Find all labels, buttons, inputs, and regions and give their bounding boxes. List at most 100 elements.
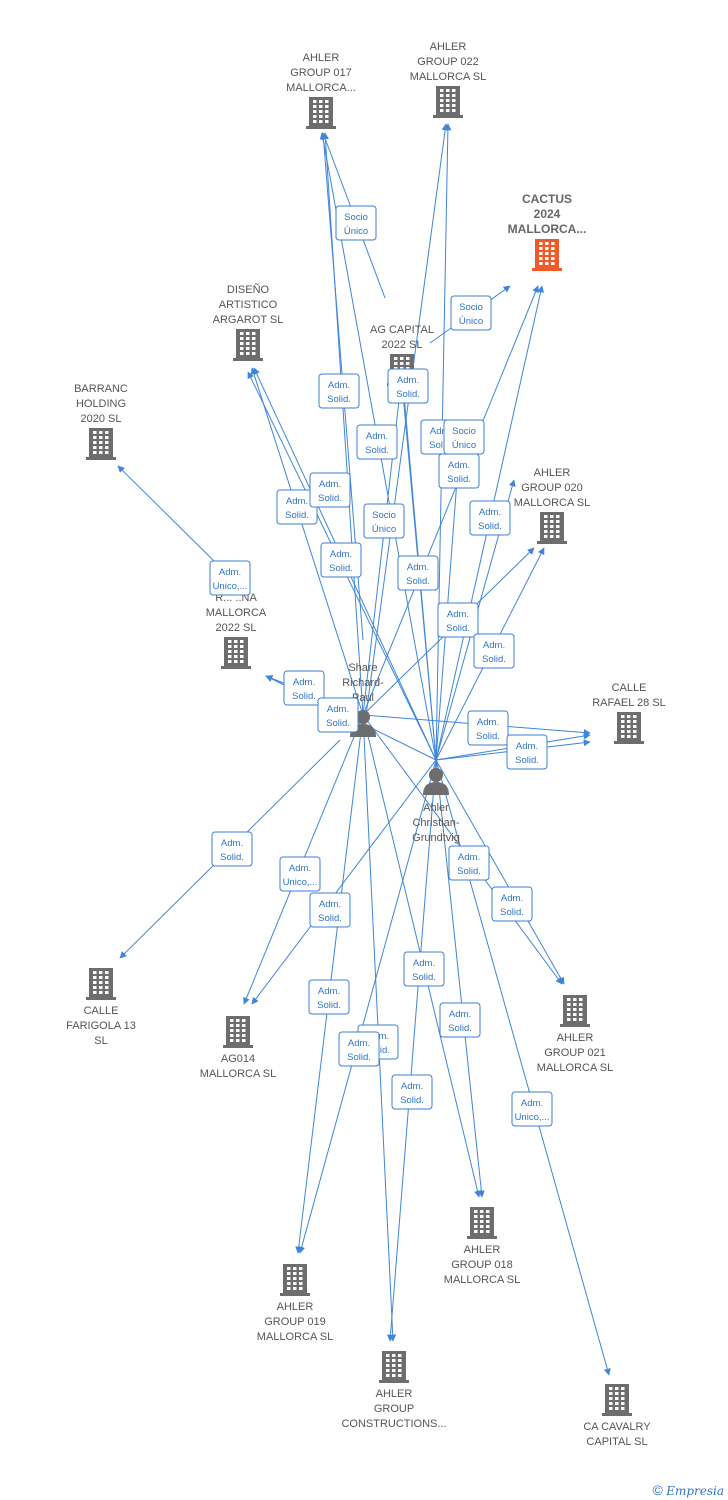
node-label: FARIGOLA 13 — [66, 1020, 136, 1032]
relation-label[interactable]: Adm.Solid. — [283, 670, 325, 706]
node-label: AHLER — [464, 1244, 501, 1256]
edge-line — [117, 465, 216, 563]
relation-label[interactable]: Adm.Solid. — [308, 979, 350, 1015]
relation-text: Solid. — [396, 389, 420, 400]
relation-label[interactable]: Adm. Solid. — [469, 500, 511, 536]
relation-label[interactable]: Adm. Solid. — [506, 734, 548, 770]
relation-label[interactable]: Adm.Solid. — [438, 453, 480, 489]
relation-box — [363, 503, 405, 539]
building-icon — [532, 239, 562, 271]
relation-label[interactable]: Adm.Unico,... — [279, 856, 321, 892]
building-icon — [221, 637, 251, 669]
relation-label[interactable]: Adm.Solid. — [403, 951, 445, 987]
relation-text: Adm. — [501, 893, 523, 904]
relation-text: Adm. — [479, 507, 501, 518]
building-icon — [280, 1264, 310, 1296]
relation-text: Solid. — [478, 521, 502, 532]
relation-label[interactable]: Adm.Solid. — [491, 886, 533, 922]
relation-text: Adm. — [521, 1098, 543, 1109]
node-label: GROUP 018 — [451, 1259, 513, 1271]
relation-box — [491, 886, 533, 922]
company-node-constructions[interactable]: AHLERGROUPCONSTRUCTIONS... — [341, 1351, 447, 1430]
node-label: AHLER — [430, 41, 467, 53]
relation-label[interactable]: Adm.Solid. — [467, 710, 509, 746]
relation-text: Adm. — [516, 741, 538, 752]
node-label: MALLORCA SL — [537, 1062, 613, 1074]
relation-text: Adm. — [330, 549, 352, 560]
node-label: CALLE — [84, 1005, 119, 1017]
relation-label[interactable]: Adm.Solid. — [338, 1031, 380, 1067]
relation-label[interactable]: Adm.Unico,... — [209, 560, 251, 596]
relation-label[interactable]: Adm.Solid. — [318, 373, 360, 409]
relation-label[interactable]: Adm.Solid. — [356, 424, 398, 460]
relation-box — [309, 892, 351, 928]
relation-text: Único — [344, 226, 368, 237]
node-label: Christian- — [412, 817, 459, 829]
relation-label[interactable]: Adm.Solid. — [391, 1074, 433, 1110]
relation-text: Adm. — [448, 460, 470, 471]
relation-box — [437, 602, 479, 638]
relation-text: Solid. — [365, 445, 389, 456]
relation-label[interactable]: Adm.Solid. — [473, 633, 515, 669]
relation-text: Solid. — [406, 576, 430, 587]
relation-label[interactable]: Adm.Solid. — [437, 602, 479, 638]
building-icon — [537, 512, 567, 544]
node-label: GROUP 017 — [290, 67, 352, 79]
relation-label[interactable]: Adm.Solid. — [309, 892, 351, 928]
relation-box — [318, 373, 360, 409]
relation-label[interactable]: Adm.Solid. — [387, 368, 429, 404]
company-node-cactus[interactable]: CACTUS2024MALLORCA... — [508, 192, 587, 271]
edge-line — [298, 759, 437, 1254]
node-label: Share — [348, 662, 377, 674]
node-label: AHLER — [376, 1388, 413, 1400]
relation-label[interactable]: Adm.Solid. — [317, 697, 359, 733]
footer-brand[interactable]: © Empresia — [653, 1482, 724, 1498]
relation-text: Solid. — [515, 755, 539, 766]
node-label: DISEÑO — [227, 283, 270, 296]
relation-text: Adm. — [477, 717, 499, 728]
relation-text: Único — [459, 316, 483, 327]
relation-label[interactable]: Adm.Solid. — [448, 845, 490, 881]
edge-labels: SocioÚnicoSocioÚnicoAdm.Solid.Adm.Solid.… — [209, 205, 553, 1127]
relation-label[interactable]: Adm.Solid. — [439, 1002, 481, 1038]
node-label: MALLORCA... — [286, 82, 356, 94]
relation-text: Adm. — [483, 640, 505, 651]
relation-box — [335, 205, 377, 241]
relation-text: Unico,... — [515, 1112, 550, 1123]
relation-text: Solid. — [317, 1000, 341, 1011]
relation-label[interactable]: Adm.Solid. — [320, 542, 362, 578]
node-label: HOLDING — [76, 398, 126, 410]
relation-label[interactable]: Adm. Solid. — [397, 555, 439, 591]
relation-box — [356, 424, 398, 460]
relation-label[interactable]: Adm.Solid. — [309, 472, 351, 508]
relation-text: Adm. — [286, 496, 308, 507]
node-label: MALLORCA SL — [514, 497, 590, 509]
relation-label[interactable]: Adm. Unico,... — [511, 1091, 553, 1127]
relation-text: Solid. — [326, 718, 350, 729]
node-label: CA CAVALRY — [583, 1421, 651, 1433]
relation-label[interactable]: Adm.Solid. — [211, 831, 253, 867]
building-icon — [86, 968, 116, 1000]
relation-text: Adm. — [407, 562, 429, 573]
building-icon — [560, 995, 590, 1027]
relation-text: Solid. — [448, 1023, 472, 1034]
